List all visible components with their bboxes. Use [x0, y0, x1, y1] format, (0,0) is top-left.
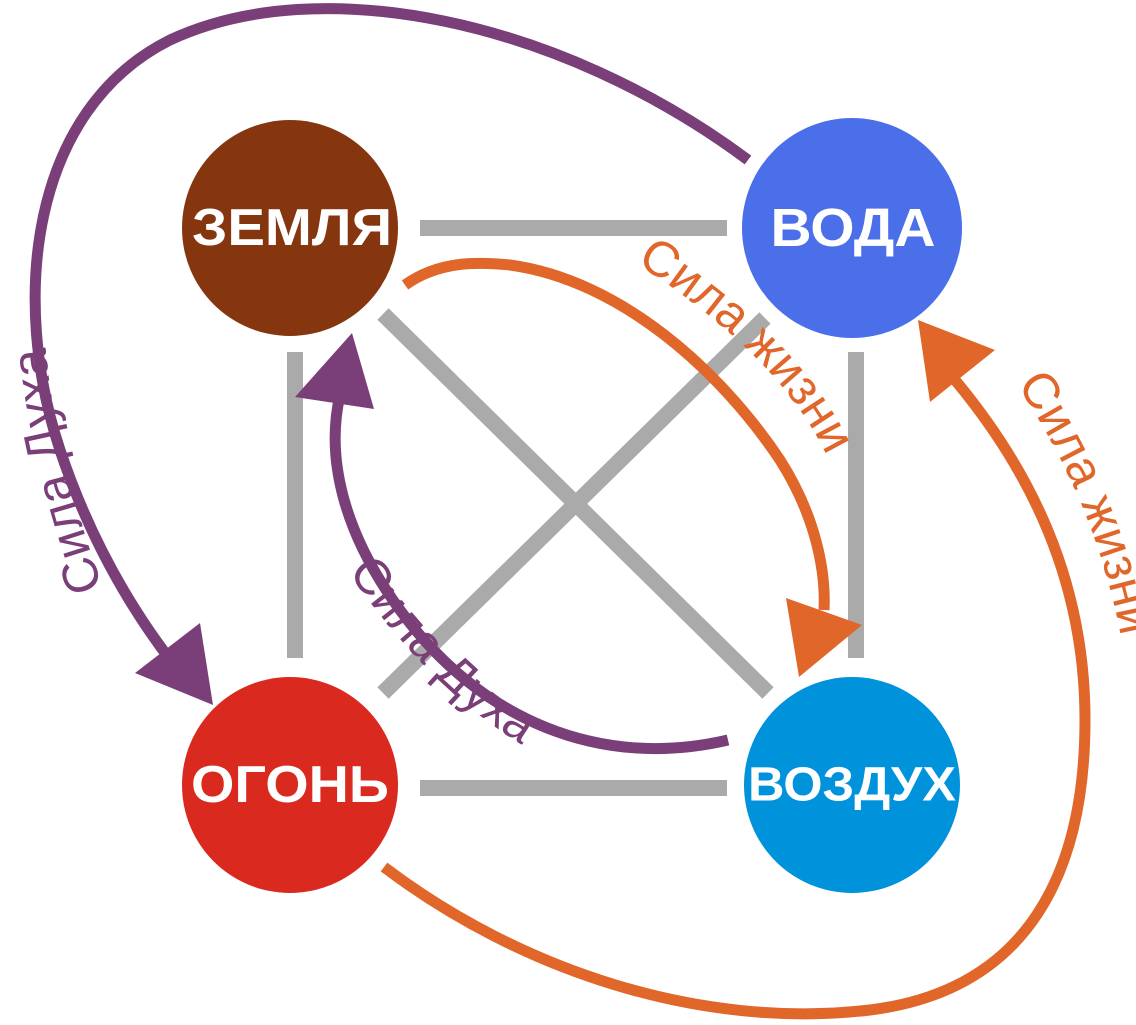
node-earth: ЗЕМЛЯ — [182, 120, 398, 336]
node-air: ВОЗДУХ — [744, 677, 960, 893]
spirit-outer-arrow — [29, 3, 752, 705]
connectors — [287, 220, 864, 796]
life-outer-arrow — [380, 320, 1091, 1020]
air-circle — [744, 677, 960, 893]
life-inner-arrow — [401, 257, 862, 677]
earth-label: ЗЕМЛЯ — [192, 199, 392, 257]
spirit-outer-label: Сила Духа — [1, 346, 114, 602]
spirit-inner-arrow — [295, 333, 730, 755]
fire-circle — [182, 677, 398, 893]
water-label: ВОДА — [771, 198, 936, 258]
earth-circle — [182, 120, 398, 336]
connector-water-fire — [377, 312, 771, 699]
air-label: ВОЗДУХ — [748, 759, 956, 812]
node-water: ВОДА — [742, 118, 962, 338]
fire-label: ОГОНЬ — [191, 756, 389, 814]
water-circle — [742, 118, 962, 338]
node-fire: ОГОНЬ — [182, 677, 398, 893]
